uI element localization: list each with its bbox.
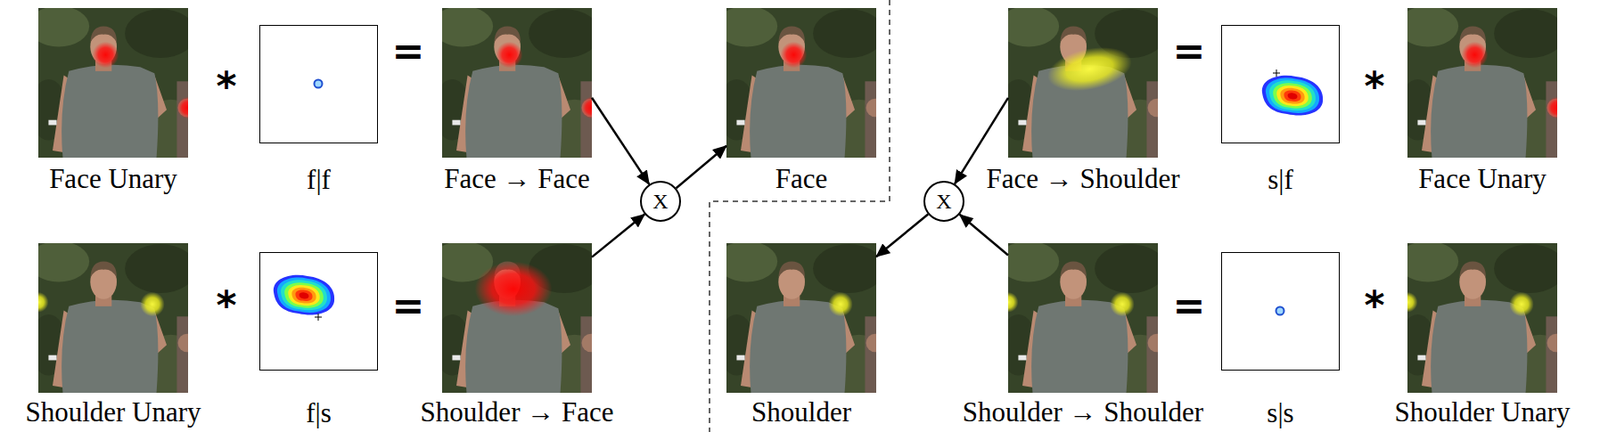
center-mark xyxy=(1272,69,1280,77)
kernel-box: s|s xyxy=(1221,252,1340,371)
kernel-heatmap xyxy=(1262,75,1323,116)
photo-tile xyxy=(726,8,877,158)
kernel-ground xyxy=(259,24,378,144)
kernel-ground xyxy=(259,252,378,371)
kernel-peak xyxy=(1276,307,1285,316)
photo-tile xyxy=(1407,8,1558,158)
image-tile: Face → Face xyxy=(442,8,592,158)
photo-tile xyxy=(38,243,189,394)
photo-tile xyxy=(726,243,877,394)
operator-text: X xyxy=(652,190,668,213)
image-tile: Face xyxy=(726,8,877,158)
image-tile: Shoulder → Face xyxy=(442,243,592,394)
operator-symbol: * xyxy=(1363,286,1385,326)
photo-tile xyxy=(1407,243,1558,394)
caption: Face xyxy=(775,164,829,195)
image-tile: Shoulder Unary xyxy=(38,243,189,394)
image-tile: Face → Shoulder xyxy=(1008,8,1158,158)
image-tile: Face Unary xyxy=(38,8,189,158)
photo-tile xyxy=(442,8,592,158)
operator-symbol: = xyxy=(1173,31,1207,71)
photo-tile xyxy=(1008,8,1158,158)
operator-text: X xyxy=(935,190,952,213)
photo-tile xyxy=(1008,243,1158,394)
kernel-peak xyxy=(314,80,323,89)
caption: Face Unary xyxy=(1418,164,1547,195)
kernel-heatmap xyxy=(273,275,335,316)
divider-line xyxy=(709,0,890,432)
caption: s|s xyxy=(1266,398,1294,429)
image-tile: Shoulder → Shoulder xyxy=(1008,243,1158,394)
operator-symbol: = xyxy=(1173,286,1207,326)
caption: Shoulder Unary xyxy=(24,397,201,428)
kernel-ground xyxy=(1221,24,1340,144)
arrow-connector xyxy=(676,146,727,189)
center-mark xyxy=(314,313,322,321)
caption: Face → Shoulder xyxy=(986,164,1181,195)
operator-symbol: * xyxy=(1363,66,1385,107)
arrow-connector xyxy=(591,214,645,258)
image-tile: Shoulder xyxy=(726,243,877,394)
image-tile: Shoulder Unary xyxy=(1407,243,1558,394)
operator-symbol: * xyxy=(215,286,237,326)
product-node: X xyxy=(923,180,965,222)
arrow-connector xyxy=(876,214,928,258)
caption: Shoulder → Face xyxy=(420,397,615,428)
caption: Face Unary xyxy=(49,164,178,195)
kernel-box: s|f xyxy=(1221,24,1340,144)
kernel-ground xyxy=(1221,252,1340,371)
operator-symbol: * xyxy=(215,66,237,107)
arrow-connector xyxy=(960,214,1009,256)
caption: Shoulder xyxy=(751,397,852,428)
operator-symbol: = xyxy=(392,31,426,71)
caption: Shoulder → Shoulder xyxy=(962,397,1204,428)
kernel-box: f|f xyxy=(259,24,378,144)
photo-tile xyxy=(442,243,592,394)
caption: Face → Face xyxy=(443,164,591,195)
caption: s|f xyxy=(1267,164,1294,196)
photo-tile xyxy=(38,8,189,158)
caption: f|s xyxy=(305,398,332,429)
kernel-box: f|s xyxy=(259,252,378,371)
caption: f|f xyxy=(306,164,331,196)
arrow-connector xyxy=(591,98,649,185)
operator-symbol: = xyxy=(392,286,426,326)
caption: Shoulder Unary xyxy=(1394,397,1570,428)
image-tile: Face Unary xyxy=(1407,8,1558,158)
product-node: X xyxy=(640,180,682,222)
